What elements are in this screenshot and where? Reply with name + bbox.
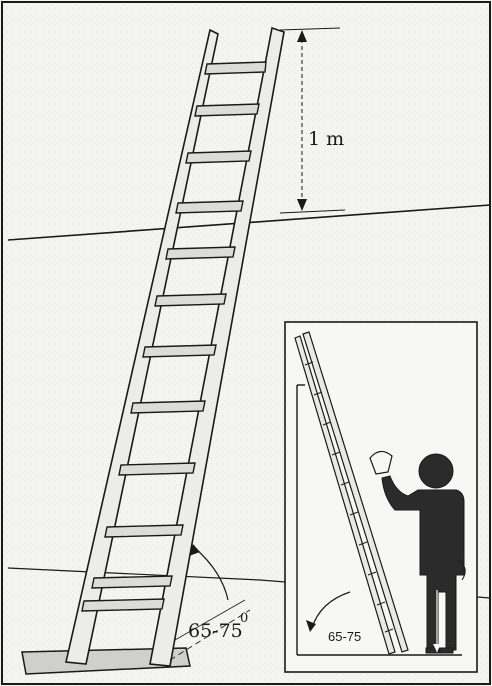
main-angle-degree: 0	[240, 611, 248, 626]
ladder-rung	[105, 525, 183, 537]
ladder-rung	[176, 201, 243, 213]
ladder-rung	[166, 247, 235, 259]
ladder-rung	[119, 463, 195, 475]
ladder-rung	[205, 62, 266, 74]
main-angle-label: 65-75	[188, 620, 243, 642]
inset-panel	[285, 322, 477, 672]
ladder-rung	[82, 599, 164, 611]
inset-angle-label: 65-75	[328, 629, 361, 644]
ladder-rung	[155, 294, 226, 306]
height-label: 1 m	[308, 128, 344, 150]
ladder-rung	[92, 576, 172, 588]
ladder-rung	[143, 345, 216, 357]
ladder-rung	[195, 104, 259, 116]
ladder-rung	[131, 401, 205, 413]
ladder-rung	[186, 151, 251, 163]
